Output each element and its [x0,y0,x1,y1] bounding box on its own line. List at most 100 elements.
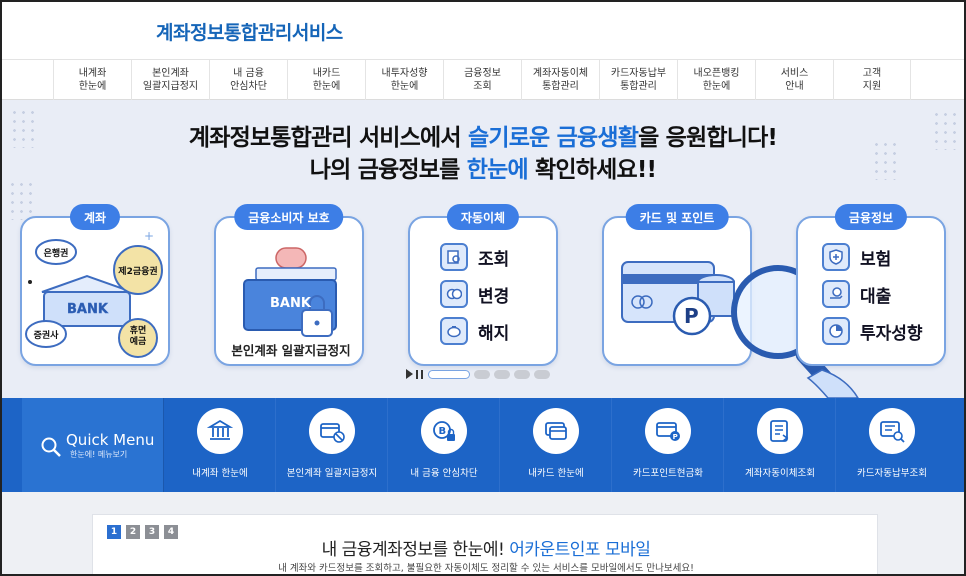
nav-card-auto-pay[interactable]: 카드자동납부 통합관리 [599,60,677,100]
slide-indicator[interactable] [534,369,550,379]
quick-my-accounts[interactable]: 내계좌 한눈에 [164,398,276,492]
quick-menu-subheading: 한눈에! 메뉴보기 [70,450,128,459]
decor-dots [8,180,38,220]
play-icon[interactable] [406,369,413,379]
pager-button[interactable]: 1 [107,525,121,539]
slide-indicator-active[interactable] [428,369,470,379]
quick-my-cards[interactable]: 내카드 한눈에 [500,398,612,492]
quick-card-point-cash[interactable]: P 카드포인트현금화 [612,398,724,492]
svg-text:P: P [673,433,678,441]
card-block-icon [309,408,355,454]
nav-my-accounts[interactable]: 내계좌 한눈에 [53,60,131,100]
nav-finance-block[interactable]: 내 금융 안심차단 [209,60,287,100]
slide-indicator[interactable] [474,369,490,379]
fininfo-item-label: 투자성향 [860,323,923,344]
quick-auto-transfer[interactable]: 계좌자동이체조회 [724,398,836,492]
piggy-bank-icon [440,317,468,345]
bank-network-icon: + [25,229,163,358]
quick-card-auto-pay[interactable]: 카드자동납부조회 [836,398,948,492]
card-consumer-pill: 금융소비자 보호 [234,204,344,230]
slider-controls [406,368,554,380]
card-account-pill: 계좌 [69,204,121,230]
pager-button[interactable]: 2 [126,525,140,539]
decor-dots [932,110,962,150]
coin-label: P [684,304,699,328]
quick-account-stop[interactable]: 본인계좌 일괄지급정지 [276,398,388,492]
hero-line-2: 나의 금융정보를 한눈에 확인하세요!! [309,157,657,183]
quick-item-label: 내 금융 안심차단 [410,468,478,479]
card-fininfo-pill: 금융정보 [834,204,908,230]
tag-securities: 증권사 [33,331,59,341]
search-icon [41,437,61,457]
card-account[interactable]: 계좌 + BANK 은행권 제2금융권 증권사 휴면 예금 [20,204,170,366]
slide-indicator[interactable] [514,369,530,379]
quick-item-label: 카드포인트현금화 [633,468,703,479]
card-consumer-protection[interactable]: 금융소비자 보호 BANK 본인계좌 일괄지급정지 [214,204,364,366]
bank-label: BANK [67,302,108,317]
decor-dots [872,140,902,180]
global-nav: 내계좌 한눈에 본인계좌 일괄지급정지 내 금융 안심차단 내카드 한눈에 내투… [2,60,964,100]
nav-financial-info[interactable]: 금융정보 조회 [443,60,521,100]
nav-service-guide[interactable]: 서비스 안내 [755,60,833,100]
quick-item-label: 내카드 한눈에 [528,468,584,479]
bank-label: BANK [270,296,311,311]
card-card-points[interactable]: 카드 및 포인트 P [602,204,752,366]
autotransfer-item-change[interactable]: 변경 [440,279,509,309]
quick-menu: Quick Menu 한눈에! 메뉴보기 내계좌 한눈에 본인계좌 일괄지급정지… [2,398,964,492]
hero-headline: 계좌정보통합관리 서비스에서 슬기로운 금융생활을 응원합니다! 나의 금융정보… [2,122,964,186]
bottom-section: 1 2 3 4 내 금융계좌정보를 한눈에! 어카운트인포 모바일 내 계좌와 … [2,492,964,574]
site-logo[interactable]: 계좌정보통합관리서비스 [156,22,343,44]
nav-customer-support[interactable]: 고객 지원 [833,60,911,100]
quick-item-label: 계좌자동이체조회 [745,468,815,479]
autotransfer-item-label: 해지 [478,323,510,344]
quick-item-label: 내계좌 한눈에 [192,468,248,479]
tag-bank: 은행권 [43,249,69,259]
bank-icon [197,408,243,454]
hero-banner: 계좌정보통합관리 서비스에서 슬기로운 금융생활을 응원합니다! 나의 금융정보… [2,100,964,398]
svg-text:B: B [439,426,447,437]
autotransfer-item-cancel[interactable]: 해지 [440,316,509,346]
quick-item-label: 카드자동납부조회 [857,468,927,479]
card-point-icon: P [645,408,691,454]
decor-dots [10,108,40,148]
pager-button[interactable]: 3 [145,525,159,539]
card-consumer-caption: 본인계좌 일괄지급정지 [231,343,351,358]
fininfo-item-label: 대출 [860,286,892,307]
fininfo-item-investment[interactable]: 투자성향 [822,316,923,346]
notice-pager: 1 2 3 4 [107,525,183,539]
slide-indicator[interactable] [494,369,510,379]
pager-button[interactable]: 4 [164,525,178,539]
svg-text:+: + [144,229,154,243]
card-cardpoint-pill: 카드 및 포인트 [625,204,729,230]
nav-investment-profile[interactable]: 내투자성향 한눈에 [365,60,443,100]
notice-banner: 1 2 3 4 내 금융계좌정보를 한눈에! 어카운트인포 모바일 내 계좌와 … [92,514,878,574]
coin-exchange-icon [440,280,468,308]
notice-description: 내 계좌와 카드정보를 조회하고, 불필요한 자동이체도 정리할 수 있는 서비… [278,563,694,574]
fininfo-item-label: 보험 [860,249,892,270]
fininfo-item-loan[interactable]: 대출 [822,279,891,309]
tag-second-tier: 제2금융권 [118,267,158,277]
nav-auto-transfer[interactable]: 계좌자동이체 통합관리 [521,60,599,100]
site-header: 계좌정보통합관리서비스 [2,2,964,60]
nav-open-banking[interactable]: 내오픈뱅킹 한눈에 [677,60,755,100]
quick-menu-title: Quick Menu 한눈에! 메뉴보기 [22,398,164,492]
lock-coin-icon: B [421,408,467,454]
notice-title[interactable]: 내 금융계좌정보를 한눈에! 어카운트인포 모바일 [321,540,651,560]
card-financial-info[interactable]: 금융정보 보험 대출 투자성향 [796,204,946,366]
transfer-doc-icon [757,408,803,454]
autotransfer-item-label: 조회 [478,249,510,270]
shield-plus-icon [822,243,850,271]
credit-card-coin-icon [621,261,735,336]
pause-icon[interactable] [416,369,423,379]
document-search-icon [440,243,468,271]
card-autotransfer-pill: 자동이체 [446,204,520,230]
autotransfer-item-inquiry[interactable]: 조회 [440,242,509,272]
pie-chart-icon [822,317,850,345]
quick-finance-block[interactable]: B 내 금융 안심차단 [388,398,500,492]
nav-my-cards[interactable]: 내카드 한눈에 [287,60,365,100]
nav-account-stop[interactable]: 본인계좌 일괄지급정지 [131,60,209,100]
card-auto-transfer[interactable]: 자동이체 조회 변경 해지 [408,204,558,366]
bank-lock-icon [243,247,337,337]
fininfo-item-insurance[interactable]: 보험 [822,242,891,272]
